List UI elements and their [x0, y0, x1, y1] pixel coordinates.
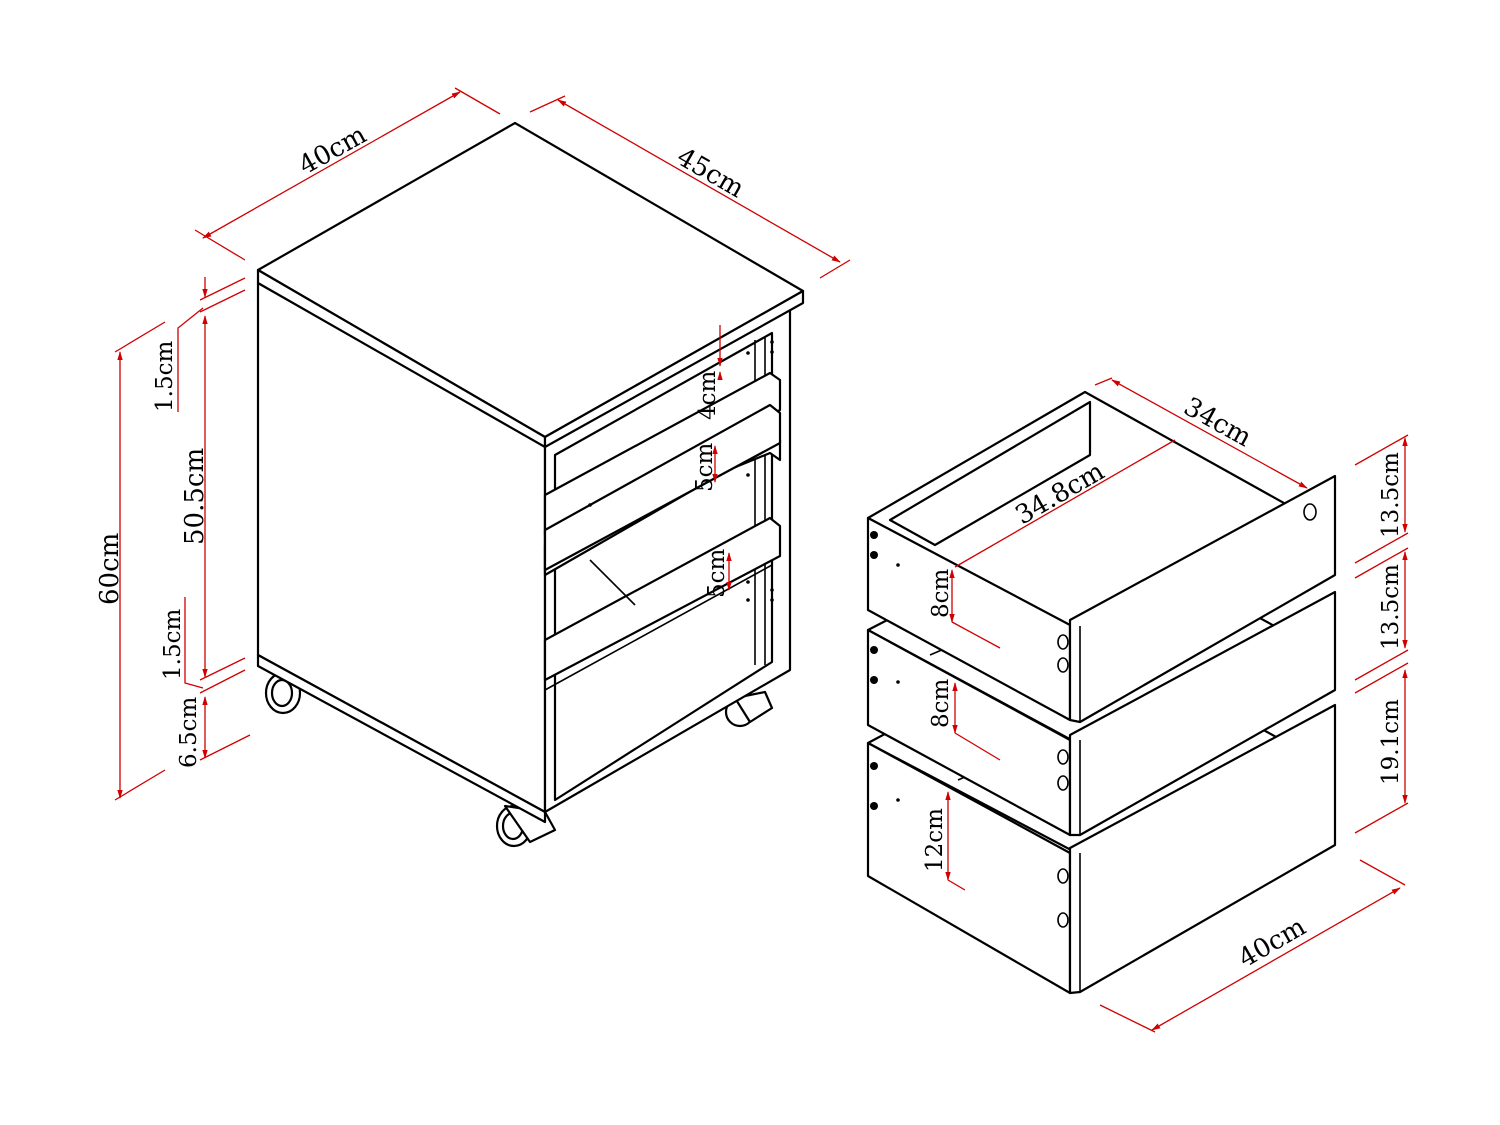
- rolling-cabinet: [256, 121, 805, 848]
- drawer-3-front-height-label: 19.1cm: [1378, 699, 1404, 785]
- rail-upper: [543, 403, 782, 572]
- drawer-2-side-height-label: 8cm: [928, 678, 954, 728]
- rail-top-gap-label: 4cm: [695, 370, 721, 420]
- cabinet-depth-label: 45cm: [672, 142, 750, 204]
- body-height-label: 50.5cm: [180, 448, 210, 545]
- drawer-inner-depth-label: 34cm: [1179, 392, 1257, 453]
- cabinet-width-label: 40cm: [294, 120, 372, 181]
- total-height-label: 60cm: [95, 533, 125, 605]
- drawer-3-side-height-label: 12cm: [922, 808, 948, 872]
- rail-gap-1-label: 5cm: [692, 442, 718, 492]
- rail-lower: [543, 516, 782, 682]
- drawer-1: [866, 390, 1337, 724]
- caster-height-label: 6.5cm: [176, 697, 202, 768]
- drawer-front-width-label: 40cm: [1234, 912, 1312, 974]
- rail-gap-2-label: 5cm: [704, 548, 730, 598]
- drawer-1-side-height-label: 8cm: [928, 568, 954, 618]
- top-thickness-label: 1.5cm: [152, 341, 178, 412]
- drawer-2-front-height-label: 13.5cm: [1378, 564, 1404, 650]
- drawer-1-front-height-label: 13.5cm: [1378, 452, 1404, 538]
- rail-top: [543, 371, 782, 537]
- bottom-thickness-label: 1.5cm: [160, 609, 186, 680]
